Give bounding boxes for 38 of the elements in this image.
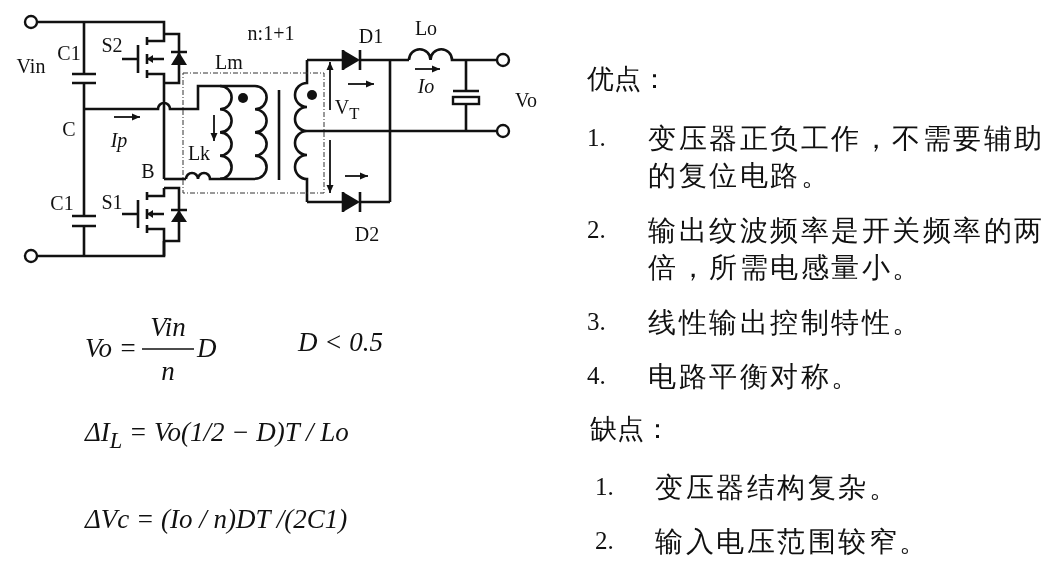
formula: ΔVc = (Io / n)DT /(2C1) [85,505,348,535]
list-number: 1. [595,473,614,501]
list-number: 1. [587,124,606,152]
list-item: 输入电压范围较窄。 [655,524,931,559]
current-label: Ip [110,129,128,151]
list-item: 变压器正负工作，不需要辅助的复位电路。 [648,121,1046,193]
component-label: C1 [57,42,81,64]
component-label: Lo [414,17,438,39]
component-label: D2 [354,223,380,245]
component-label: Lm [215,51,243,73]
list-item: 变压器结构复杂。 [655,470,900,505]
formula: D < 0.5 [298,328,383,358]
node-label: B [141,160,155,182]
list-item: 输出纹波频率是开关频率的两倍，所需电感量小。 [648,213,1046,285]
component-label: D1 [358,25,384,47]
formula-text: D [197,334,217,364]
heading: 缺点： [590,415,671,445]
component-label: Vin [16,55,46,77]
formula-text: Vo = [85,334,137,364]
list-item: 电路平衡对称。 [648,359,863,394]
list-number: 4. [587,362,606,390]
list-number: 3. [587,308,606,336]
component-label: S1 [101,191,123,213]
fraction-denominator: n [161,357,175,387]
node-label: C [62,118,76,140]
voltage-label: V$_{T}$ [334,96,360,124]
list-number: 2. [587,216,606,244]
component-label: Lk [187,142,211,164]
heading: 优点： [587,65,668,95]
terminal-label: Vo [515,89,537,111]
component-label: C1 [50,192,74,214]
formula: ΔI$_{L}$ = Vo(1/2 − D)T / Lo [85,418,349,454]
turns-ratio-label: n:1+1 [247,22,295,44]
component-label: S2 [101,34,123,56]
list-number: 2. [595,527,614,555]
list-item: 线性输出控制特性。 [648,305,924,340]
fraction-numerator: Vin [150,313,186,343]
current-label: Io [417,75,435,97]
